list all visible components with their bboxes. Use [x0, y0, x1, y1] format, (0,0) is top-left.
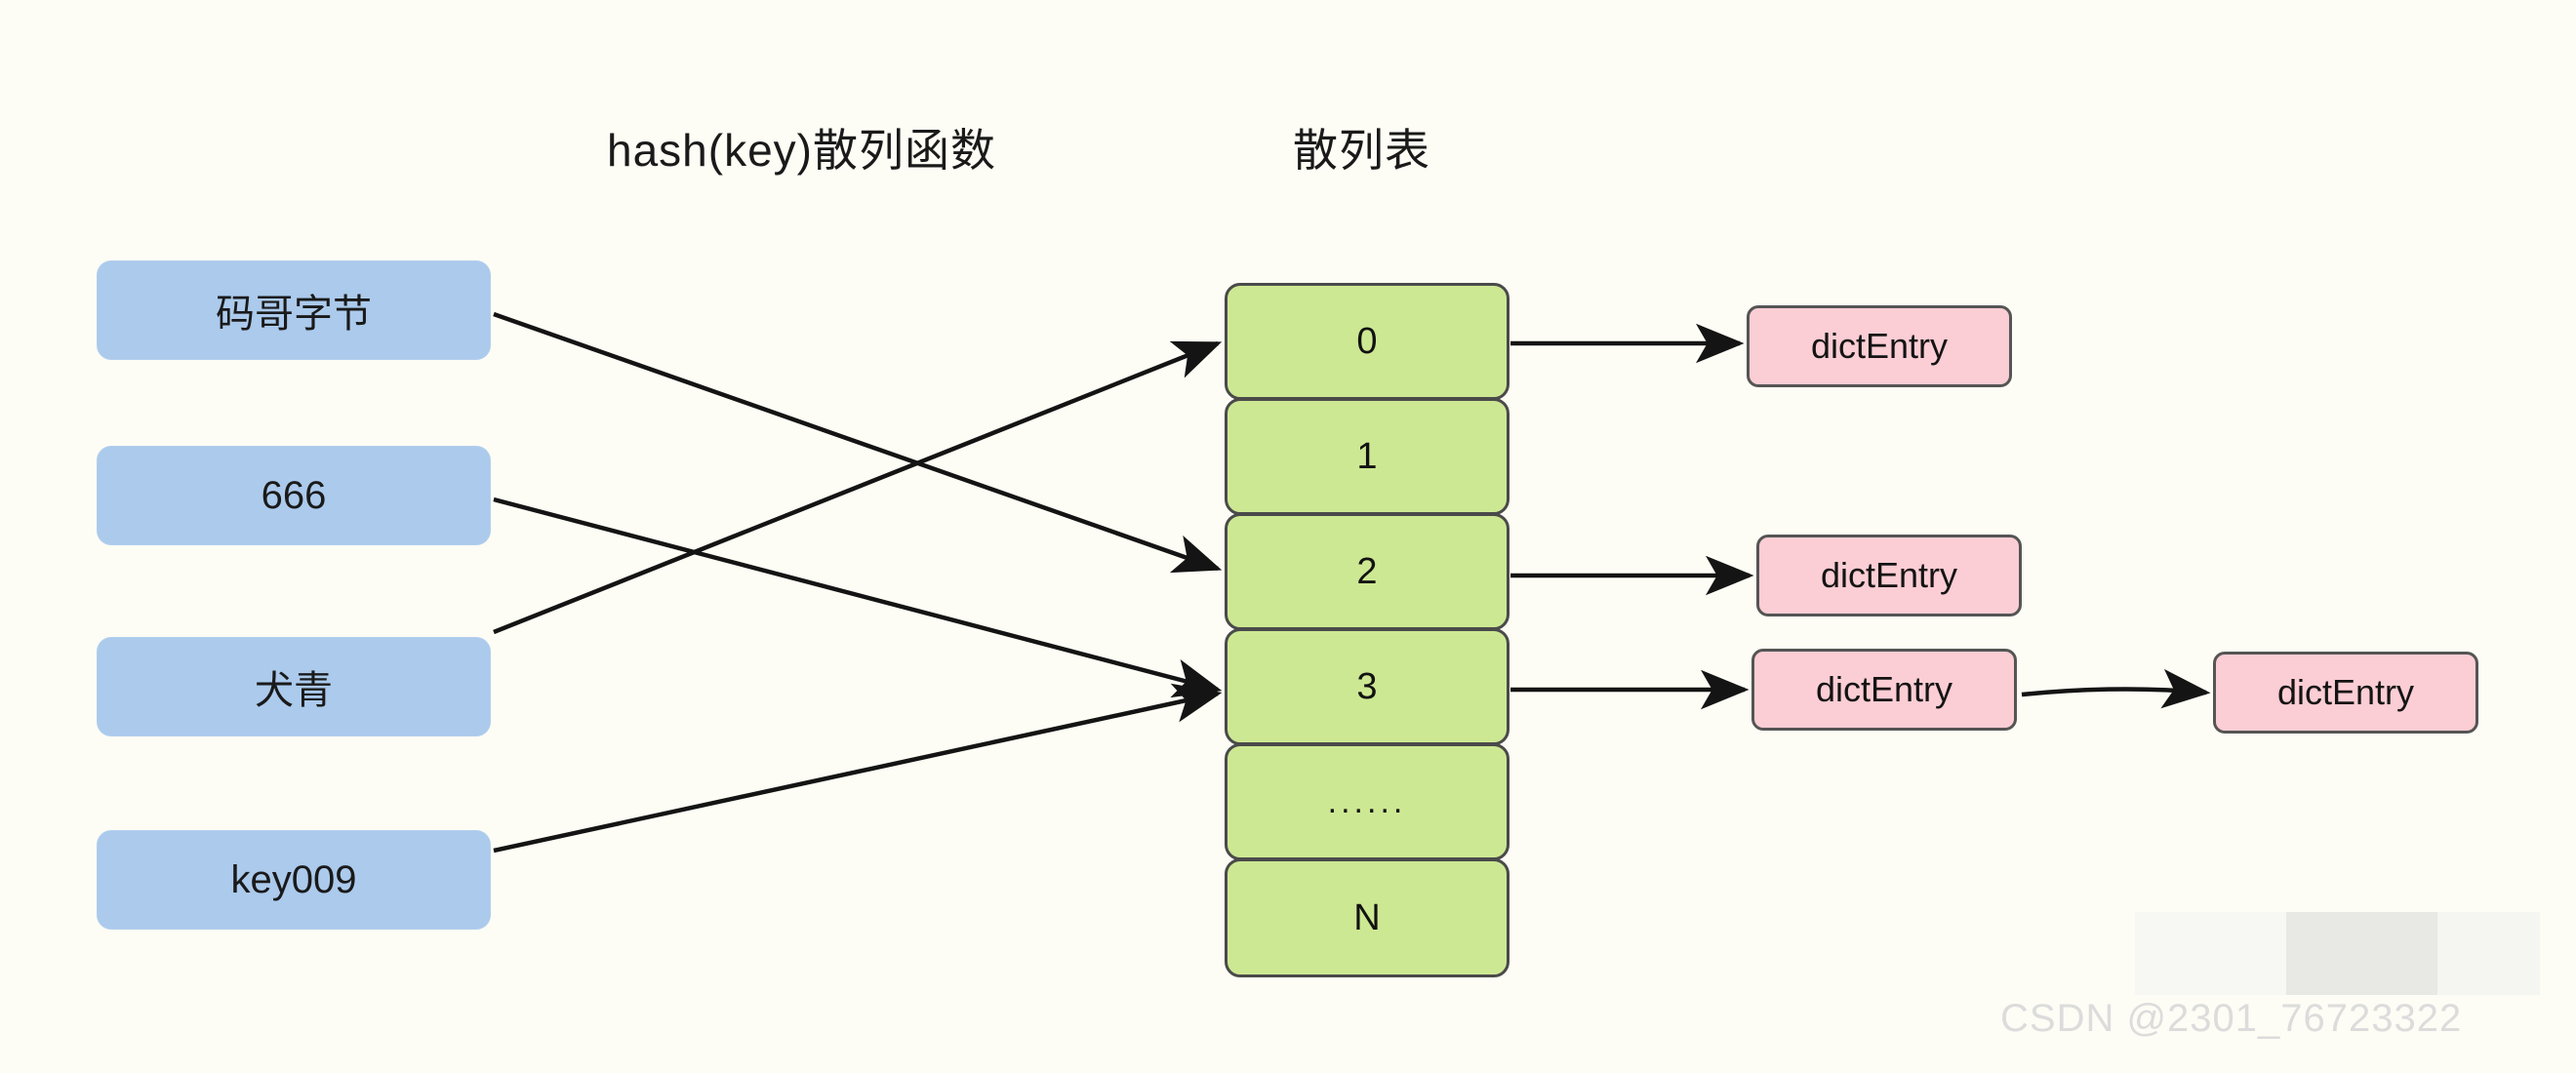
key-box-label: 666 [261, 473, 327, 517]
dict-entry-slot2-1: dictEntry [1756, 535, 2022, 616]
dict-entry-label: dictEntry [1810, 326, 1949, 366]
watermark-block [2437, 912, 2540, 995]
hash-slot-2: 2 [1225, 513, 1509, 630]
dict-entry-label: dictEntry [1815, 669, 1953, 709]
dict-entry-label: dictEntry [1820, 555, 1958, 595]
key-box-label: key009 [230, 857, 357, 901]
key-box-0: 码哥字节 [98, 261, 490, 359]
arrow-key0-to-slot2 [493, 311, 1223, 574]
hash-slot-label: 2 [1356, 550, 1378, 592]
dict-entry-slot3-1: dictEntry [1751, 649, 2017, 731]
hash-slot-label: 3 [1356, 665, 1378, 707]
hash-slot-1: 1 [1225, 398, 1509, 515]
hash-function-caption: hash(key)散列函数 [607, 125, 996, 176]
hash-table: 0 1 2 3 ...... N [1225, 283, 1509, 977]
watermark-block [2286, 912, 2437, 995]
key-box-label: 码哥字节 [216, 293, 372, 336]
hash-slot-label: 0 [1356, 320, 1378, 362]
hash-slot-label: ...... [1327, 783, 1407, 820]
hash-slot-label: 1 [1356, 435, 1378, 477]
hash-slot-3: 3 [1225, 628, 1509, 745]
key-box-1: 666 [98, 447, 490, 544]
hash-table-caption: 散列表 [1293, 125, 1430, 176]
key-box-2: 犬青 [98, 638, 490, 735]
hash-slot-n: N [1225, 858, 1509, 977]
hash-slot-label: N [1353, 896, 1381, 938]
dict-entry-slot0-1: dictEntry [1747, 305, 2012, 387]
watermark-text: CSDN @2301_76723322 [2000, 997, 2463, 1040]
dict-entry-label: dictEntry [2276, 672, 2415, 712]
hash-slot-0: 0 [1225, 283, 1509, 400]
dict-entry-slot3-2: dictEntry [2213, 652, 2478, 734]
arrow-key2-to-slot0 [493, 340, 1223, 635]
arrow-entry-chain [2021, 668, 2211, 709]
key-box-3: key009 [98, 831, 490, 929]
arrow-key1-to-slot3 [493, 497, 1223, 698]
key-box-label: 犬青 [255, 669, 333, 712]
hash-slot-ellipsis: ...... [1225, 743, 1509, 860]
watermark-block [2135, 912, 2286, 995]
arrow-key3-to-slot3 [493, 683, 1223, 854]
